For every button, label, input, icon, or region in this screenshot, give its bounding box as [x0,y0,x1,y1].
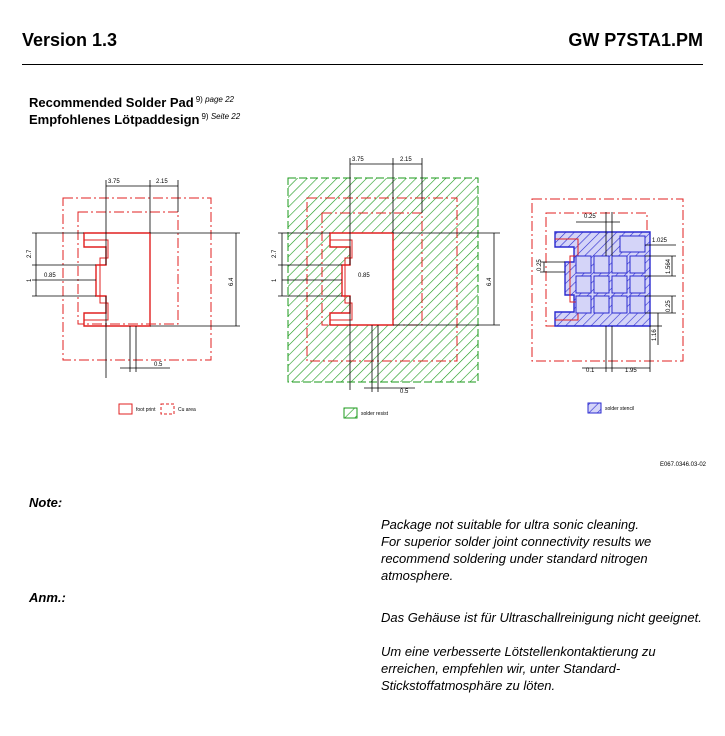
anm-paragraph: Das Gehäuse ist für Ultraschallreinigung… [381,610,702,625]
note-label: Note: [29,495,63,510]
note-paragraph: For superior solder joint connectivity r… [381,534,652,583]
dim-label: 0.85 [44,273,56,279]
drawing-code: E067.0346.03-02 [660,462,707,468]
note-paragraph: Package not suitable for ultra sonic cle… [381,517,639,532]
dim-label: 1.95 [625,368,637,374]
dim-label: 0.25 [584,214,596,220]
legend-solder-resist-swatch [343,407,358,419]
dim-label: 0.1 [586,368,595,374]
header-version: Version 1.3 [22,30,118,50]
cu-area-outline [62,197,212,361]
dim-label: 6.4 [487,277,493,286]
dim-label: 0.25 [666,300,672,312]
legend-footprint-swatch [118,403,133,415]
inner-outline [77,211,179,325]
dim-label: 0.85 [358,273,370,279]
dim-label: 0.25 [537,259,543,271]
legend-cu-area-label: Cu area [178,407,196,413]
legend-solder-stencil-label: solder stencil [605,406,634,412]
legend-solder-resist-label: solder resist [361,411,389,417]
footprint-drawing: 3.75 2.15 2.7 1 0.85 6.4 0.5 foot print … [27,179,240,415]
legend-solder-stencil-swatch [587,402,602,414]
dim-label: 2.7 [27,249,33,258]
legend-footprint-label: foot print [136,407,156,413]
solder-resist-drawing: 3.75 2.15 2.7 1 0.85 6.4 0.5 solder resi… [272,157,500,419]
dim-label: 6.4 [229,277,235,286]
stencil-aperture-grid [575,235,646,314]
dim-label: 0.5 [154,362,163,368]
dim-label: 1.025 [652,238,668,244]
header-rule [22,64,703,65]
dim-label: 2.15 [400,157,412,163]
legend-cu-area-swatch [160,403,175,415]
dim-label: 2.15 [156,179,168,185]
anm-label: Anm.: [29,590,66,605]
dim-label: 1 [27,278,33,282]
anm-paragraph: Um eine verbesserte Lötstellenkontaktier… [381,644,656,693]
dim-label: 1.16 [652,329,658,341]
solder-pad-drawings: 3.75 2.15 2.7 1 0.85 6.4 0.5 foot print … [27,157,707,468]
dim-label: 3.75 [108,179,120,185]
dim-label: 3.75 [352,157,364,163]
header-part-number: GW P7STA1.PM [568,30,703,50]
pad-outline [83,232,151,327]
dim-label: 1.564 [666,258,672,274]
solder-stencil-drawing: 0.25 1.025 0.25 1.564 0.25 1.16 0.1 1.95… [531,198,684,414]
dim-label: 2.7 [272,249,278,258]
dim-label: 0.5 [400,389,409,395]
dim-label: 1 [272,278,278,282]
